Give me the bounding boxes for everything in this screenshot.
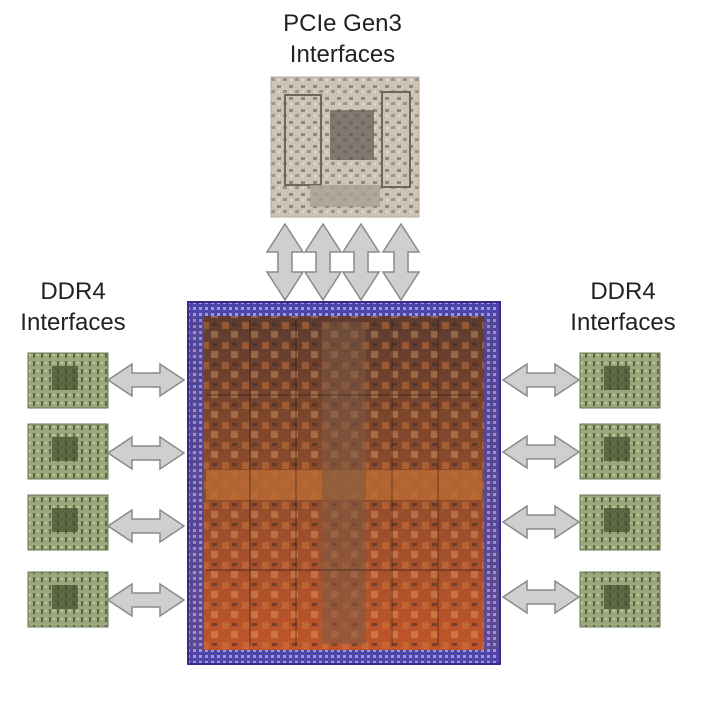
ddr-left-arrow-1 <box>106 362 186 398</box>
ddr-right-label-line1: DDR4 <box>590 278 656 305</box>
ddr-die-left-3 <box>27 494 109 551</box>
ddr-die-right-2 <box>579 423 661 480</box>
ddr-left-label: DDR4 Interfaces <box>8 276 138 338</box>
ddr-right-arrows <box>501 362 581 615</box>
ddr-die-left-2 <box>27 423 109 480</box>
ddr-left-arrow-3 <box>106 508 186 544</box>
ddr-right-dies <box>579 352 661 628</box>
pcie-arrow-2 <box>303 222 343 302</box>
ddr-right-label-line2: Interfaces <box>570 309 676 336</box>
pcie-label: PCIe Gen3 Interfaces <box>270 8 415 70</box>
ddr-left-arrows <box>106 362 186 618</box>
ddr-right-arrow-1 <box>501 362 581 398</box>
pcie-die-image <box>270 76 420 218</box>
pcie-arrow-1 <box>265 222 305 302</box>
pcie-arrows <box>265 222 421 302</box>
main-die-image <box>187 301 501 665</box>
ddr-die-right-4 <box>579 571 661 628</box>
ddr-right-label: DDR4 Interfaces <box>558 276 688 338</box>
ddr-right-arrow-2 <box>501 434 581 470</box>
pcie-label-line1: PCIe Gen3 <box>283 10 402 37</box>
pcie-arrow-4 <box>381 222 421 302</box>
pcie-arrow-3 <box>341 222 381 302</box>
ddr-left-arrow-4 <box>106 582 186 618</box>
ddr-left-arrow-2 <box>106 435 186 471</box>
ddr-right-arrow-3 <box>501 504 581 540</box>
ddr-left-label-line1: DDR4 <box>40 278 106 305</box>
ddr-left-label-line2: Interfaces <box>20 309 126 336</box>
ddr-die-left-1 <box>27 352 109 409</box>
ddr-left-dies <box>27 352 109 628</box>
ddr-right-arrow-4 <box>501 579 581 615</box>
ddr-die-right-1 <box>579 352 661 409</box>
pcie-label-line2: Interfaces <box>289 41 396 68</box>
ddr-die-left-4 <box>27 571 109 628</box>
ddr-die-right-3 <box>579 494 661 551</box>
